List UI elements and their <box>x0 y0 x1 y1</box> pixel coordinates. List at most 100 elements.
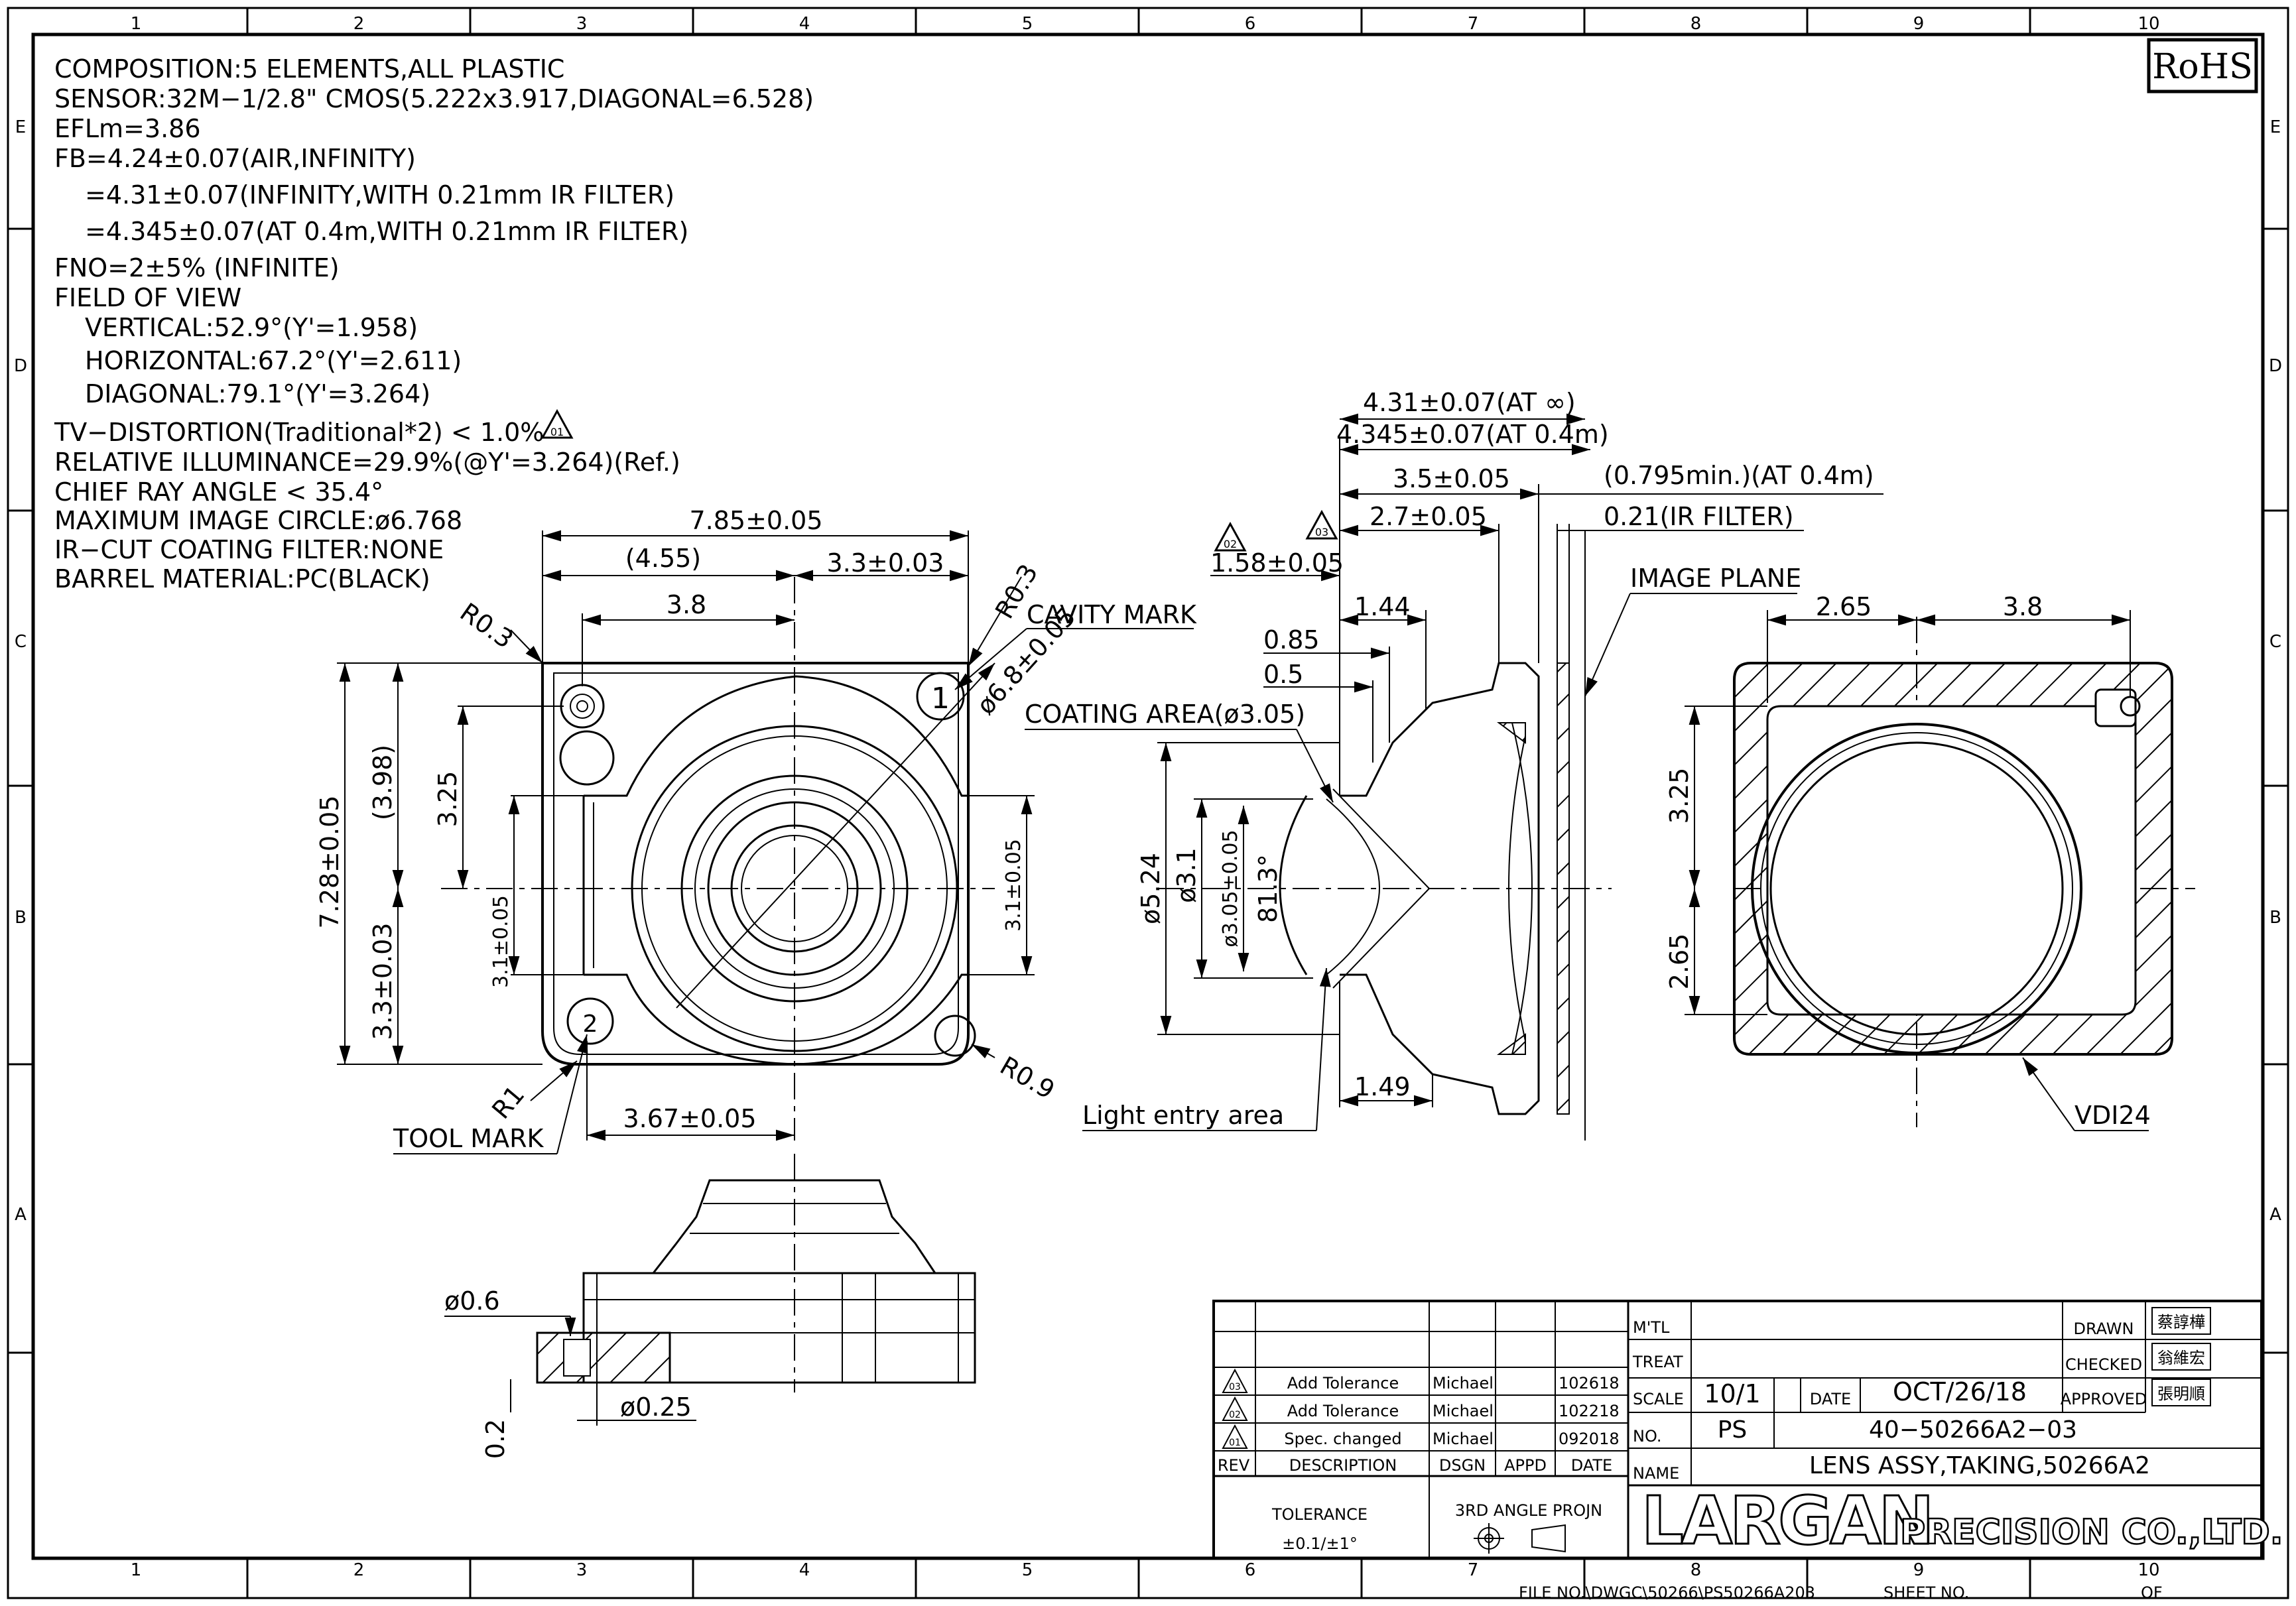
dim-upper: (3.98) <box>368 745 397 820</box>
grid-row: D <box>2269 356 2282 376</box>
grid-col: 4 <box>799 1560 810 1580</box>
header-date: DATE <box>1571 1456 1612 1475</box>
grid-row: B <box>2269 908 2281 928</box>
revision-triangle-icon <box>1305 509 1338 540</box>
approved-by: 張明順 <box>2157 1385 2205 1403</box>
grid-col: 9 <box>1913 14 1925 34</box>
dim-hole-vertical: 3.25 <box>433 771 462 828</box>
dim-lower: 3.3±0.03 <box>368 923 397 1040</box>
grid-labels-top: 1 2 3 4 5 6 7 8 9 10 <box>131 14 2160 34</box>
label-name: NAME <box>1633 1464 1679 1483</box>
spec-line: FIELD OF VIEW <box>54 283 241 312</box>
label-date: DATE <box>1810 1390 1851 1408</box>
spec-notes: COMPOSITION:5 ELEMENTS,ALL PLASTIC SENSO… <box>54 54 814 593</box>
cavity-number: 1 <box>931 682 950 715</box>
dim-rear: 1.49 <box>1354 1072 1411 1101</box>
dim-hole: 3.8 <box>667 590 706 619</box>
dim-radius: R0.9 <box>995 1051 1060 1105</box>
label-approved: APPROVED <box>2061 1390 2147 1408</box>
dim-right: 3.3±0.03 <box>827 548 944 578</box>
grid-row: E <box>15 117 26 137</box>
dim-front: 1.58±0.05 <box>1210 548 1344 578</box>
dim-coating-diameter: ø3.05±0.05 <box>1219 830 1242 947</box>
label-treat: TREAT <box>1632 1353 1683 1371</box>
dim-ir-filter: 0.21(IR FILTER) <box>1604 502 1794 531</box>
revision-triangle-icon <box>1222 1396 1248 1421</box>
label-scale: SCALE <box>1633 1390 1684 1408</box>
dim-height: 7.28±0.05 <box>315 795 344 928</box>
no-prefix: PS <box>1718 1416 1748 1444</box>
drawn-by: 蔡諄樺 <box>2157 1313 2205 1331</box>
dim-field-angle: 81.3° <box>1253 854 1283 923</box>
grid-col: 5 <box>1022 1560 1033 1580</box>
company-name: PRECISION CO.,LTD. <box>1900 1513 2283 1552</box>
revision-triangle-icon <box>1214 521 1247 552</box>
tolerance-label: TOLERANCE <box>1271 1505 1368 1524</box>
grid-labels-right: E D C B A <box>2269 117 2282 1225</box>
grid-col: 7 <box>1468 1560 1479 1580</box>
grid-row: A <box>2269 1205 2281 1225</box>
checked-by: 翁維宏 <box>2157 1349 2205 1367</box>
header-appd: APPD <box>1504 1456 1547 1475</box>
label-coating-area: COATING AREA(ø3.05) <box>1025 700 1305 729</box>
dim-fb-near: 4.345±0.07(AT 0.4m) <box>1336 420 1609 449</box>
tolerance-value: ±0.1/±1° <box>1282 1534 1358 1553</box>
grid-col: 4 <box>799 14 810 34</box>
dim-085: 0.85 <box>1263 625 1320 654</box>
spec-line: IR−CUT COATING FILTER:NONE <box>54 535 444 564</box>
svg-text:RoHS: RoHS <box>2152 47 2252 87</box>
grid-col: 2 <box>353 14 365 34</box>
dim-depth: 0.2 <box>481 1419 510 1459</box>
grid-col: 9 <box>1913 1560 1925 1580</box>
projection-symbol-icon <box>1474 1523 1566 1554</box>
label-material: M'TL <box>1633 1318 1670 1337</box>
revision-desc: Add Tolerance <box>1287 1402 1399 1420</box>
revision-desc: Add Tolerance <box>1287 1374 1399 1392</box>
revision-triangle-icon <box>1222 1368 1248 1393</box>
revision-date: 092018 <box>1559 1430 1620 1448</box>
dim-slot: 3.1±0.05 <box>489 895 513 988</box>
grid-col: 2 <box>353 1560 365 1580</box>
spec-line: COMPOSITION:5 ELEMENTS,ALL PLASTIC <box>54 54 564 84</box>
revision-triangle-icon <box>541 408 574 439</box>
spec-line: VERTICAL:52.9°(Y'=1.958) <box>85 313 418 342</box>
label-checked: CHECKED <box>2065 1355 2142 1374</box>
dim-hole-small: ø0.25 <box>620 1392 692 1422</box>
dim-left: (4.55) <box>625 544 701 573</box>
part-name: LENS ASSY,TAKING,50266A2 <box>1809 1452 2150 1479</box>
grid-row: B <box>15 908 27 928</box>
spec-line: SENSOR:32M−1/2.8" CMOS(5.222x3.917,DIAGO… <box>54 84 814 113</box>
header-desc: DESCRIPTION <box>1289 1456 1397 1475</box>
dim-slot-right: 3.1±0.05 <box>1002 839 1025 932</box>
svg-text:02: 02 <box>1224 538 1237 550</box>
svg-text:02: 02 <box>1229 1410 1241 1420</box>
dim-aperture: ø3.1 <box>1172 847 1201 903</box>
dim-radius: R0.3 <box>455 597 519 654</box>
spec-line: FNO=2±5% (INFINITE) <box>54 253 340 282</box>
spec-line: FB=4.24±0.07(AIR,INFINITY) <box>54 144 416 173</box>
header-rev: REV <box>1218 1456 1250 1475</box>
label-tool-mark: TOOL MARK <box>393 1124 544 1153</box>
side-view: ø0.6 0.2 ø0.25 <box>444 1154 976 1459</box>
spec-line: EFLm=3.86 <box>54 114 201 143</box>
dim-fb-infinity: 4.31±0.07(AT ∞) <box>1363 388 1576 417</box>
spec-line: CHIEF RAY ANGLE < 35.4° <box>54 477 383 507</box>
dim-back-lower: 2.65 <box>1665 934 1694 990</box>
grid-row: C <box>15 632 27 652</box>
dim-flange: 2.7±0.05 <box>1370 502 1487 531</box>
projection-label: 3RD ANGLE PROJN <box>1455 1501 1602 1520</box>
svg-text:03: 03 <box>1229 1382 1241 1392</box>
dim-back-right: 3.8 <box>2003 592 2043 621</box>
part-number: 40−50266A2−03 <box>1869 1416 2077 1444</box>
grid-col: 1 <box>131 14 142 34</box>
grid-col: 6 <box>1245 1560 1256 1580</box>
grid-col: 3 <box>576 14 588 34</box>
label-sheet-no: SHEET NO. <box>1883 1583 1969 1602</box>
revision-desc: Spec. changed <box>1284 1430 1401 1448</box>
rohs-badge: RoHS <box>2147 38 2258 93</box>
date-value: OCT/26/18 <box>1893 1377 2027 1406</box>
dim-width: 7.85±0.05 <box>689 506 822 535</box>
dim-05: 0.5 <box>1263 660 1303 689</box>
revision-date: 102218 <box>1559 1402 1620 1420</box>
dim-min-gap: (0.795min.)(AT 0.4m) <box>1604 461 1874 490</box>
